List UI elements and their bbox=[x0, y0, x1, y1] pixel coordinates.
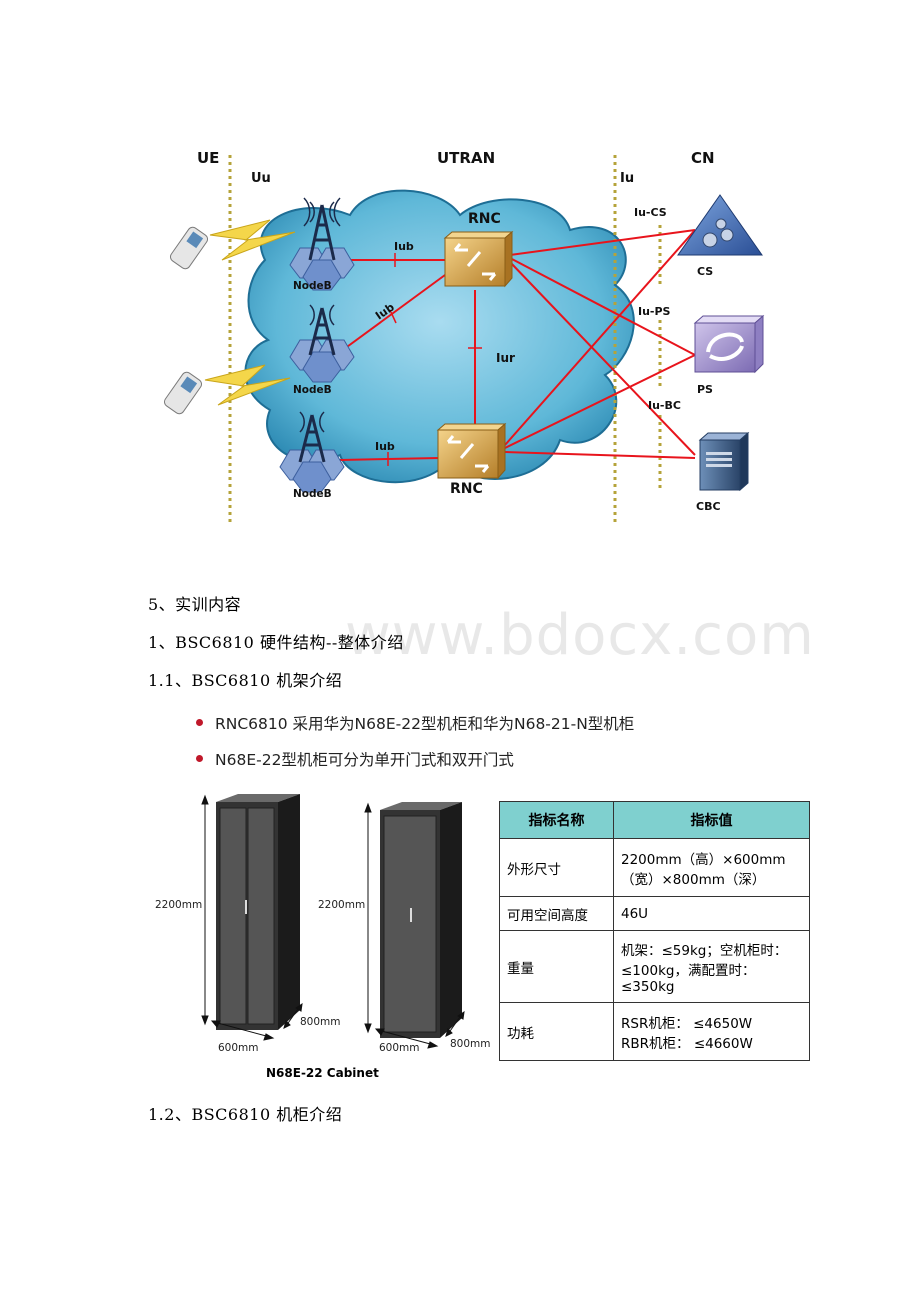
ps-label: PS bbox=[697, 383, 713, 396]
utran-network-diagram: UE UTRAN CN Uu Iu Iu-CS Iu-PS Iu-BC Iub … bbox=[150, 140, 790, 530]
rnc-router-icon bbox=[443, 230, 514, 288]
spec-name-cell: 重量 bbox=[499, 930, 614, 1003]
section-heading-1: 1、BSC6810 硬件结构--整体介绍 bbox=[148, 633, 404, 652]
section-heading-5: 5、实训内容 bbox=[148, 595, 242, 614]
bullet-text: N68E-22型机柜可分为单开门式和双开门式 bbox=[215, 751, 514, 769]
nodeb-tower-icon bbox=[289, 197, 355, 291]
cabinet-height-label: 2200mm bbox=[155, 899, 203, 911]
section-heading-1-2: 1.2、BSC6810 机柜介绍 bbox=[148, 1105, 343, 1124]
column-header: 指标值 bbox=[613, 801, 810, 839]
cabinet-single-door-icon bbox=[380, 802, 462, 1038]
section-heading-1-1: 1.1、BSC6810 机架介绍 bbox=[148, 671, 343, 690]
zone-label-cn: CN bbox=[691, 149, 715, 167]
table-row: 可用空间高度 46U bbox=[499, 896, 810, 931]
ps-core-icon bbox=[693, 314, 765, 374]
spec-value-cell: 2200mm（高）×600mm （宽）×800mm（深） bbox=[613, 838, 810, 897]
cabinet-depth-label: 800mm bbox=[450, 1038, 491, 1050]
spec-value-line: RBR机柜： ≤4660W bbox=[621, 1035, 753, 1052]
cs-core-icon bbox=[677, 194, 763, 256]
nodeb-tower-icon bbox=[279, 411, 345, 493]
spec-value-cell: RSR机柜： ≤4650W RBR机柜： ≤4660W bbox=[613, 1002, 810, 1061]
cs-label: CS bbox=[697, 265, 714, 278]
cbc-server-icon bbox=[698, 431, 750, 492]
table-row: 外形尺寸 2200mm（高）×600mm （宽）×800mm（深） bbox=[499, 838, 810, 897]
cbc-label: CBC bbox=[696, 500, 721, 513]
rnc-label-top: RNC bbox=[468, 211, 501, 227]
bullet-text: RNC6810 采用华为N68E-22型机柜和华为N68-21-N型机柜 bbox=[215, 715, 635, 733]
spec-value-line: 2200mm（高）×600mm bbox=[621, 851, 786, 868]
interface-label-iur: Iur bbox=[496, 351, 515, 365]
interface-label-uu: Uu bbox=[251, 171, 271, 186]
spec-value-line: （宽）×800mm（深） bbox=[621, 871, 766, 888]
bullet-dot-icon bbox=[196, 719, 203, 726]
watermark: www.bdocx.com bbox=[345, 603, 815, 668]
spec-value-line: 46U bbox=[621, 905, 649, 922]
table-header-row: 指标名称 指标值 bbox=[499, 801, 810, 839]
spec-value-line: ≤350kg bbox=[621, 978, 675, 995]
cabinet-depth-label: 800mm bbox=[300, 1016, 341, 1028]
cabinet-width-label: 600mm bbox=[379, 1042, 420, 1054]
zone-label-utran: UTRAN bbox=[437, 149, 496, 167]
spec-name-cell: 可用空间高度 bbox=[499, 896, 614, 931]
red-links bbox=[339, 229, 696, 461]
diagram-graphics bbox=[163, 155, 765, 525]
cabinet-height-label: 2200mm bbox=[318, 899, 366, 911]
table-row: 功耗 RSR机柜： ≤4650W RBR机柜： ≤4660W bbox=[499, 1002, 810, 1061]
rnc-router-icon bbox=[436, 422, 507, 480]
radio-link-bolts bbox=[204, 219, 296, 406]
cabinet-double-door-icon bbox=[216, 794, 300, 1030]
spec-value-line: ≤100kg，满配置时： bbox=[621, 962, 756, 979]
rnc-label-bottom: RNC bbox=[450, 481, 483, 497]
interface-label-iub: Iub bbox=[375, 440, 395, 453]
spec-name-cell: 外形尺寸 bbox=[499, 838, 614, 897]
spec-name-cell: 功耗 bbox=[499, 1002, 614, 1061]
interface-label-iu: Iu bbox=[620, 171, 635, 186]
cabinet-caption: N68E-22 Cabinet bbox=[266, 1066, 379, 1080]
phone-icon bbox=[163, 371, 203, 415]
zone-label-ue: UE bbox=[197, 149, 220, 167]
table-row: 重量 机架：≤59kg；空机柜时： ≤100kg，满配置时： ≤350kg bbox=[499, 930, 810, 1003]
spec-table: 指标名称 指标值 外形尺寸 2200mm（高）×600mm （宽）×800mm（… bbox=[499, 801, 810, 1061]
nodeb-label: NodeB bbox=[293, 280, 332, 292]
nodeb-label: NodeB bbox=[293, 384, 332, 396]
interface-label-iu-cs: Iu-CS bbox=[634, 206, 667, 219]
phone-icon bbox=[169, 226, 209, 270]
spec-value-cell: 机架：≤59kg；空机柜时： ≤100kg，满配置时： ≤350kg bbox=[613, 930, 810, 1003]
cabinet-figure: 2200mm 2200mm 600mm 600mm 800mm 800mm N6… bbox=[150, 790, 495, 1085]
bullet-item: N68E-22型机柜可分为单开门式和双开门式 bbox=[196, 748, 514, 770]
interface-label-iu-ps: Iu-PS bbox=[638, 305, 671, 318]
interface-label-iu-bc: Iu-BC bbox=[648, 399, 681, 412]
column-header: 指标名称 bbox=[499, 801, 614, 839]
interface-label-iub: Iub bbox=[394, 240, 414, 253]
bullet-dot-icon bbox=[196, 755, 203, 762]
cabinet-width-label: 600mm bbox=[218, 1042, 259, 1054]
spec-value-cell: 46U bbox=[613, 896, 810, 931]
bullet-item: RNC6810 采用华为N68E-22型机柜和华为N68-21-N型机柜 bbox=[196, 712, 634, 734]
spec-value-line: RSR机柜： ≤4650W bbox=[621, 1015, 753, 1032]
cabinet-graphics bbox=[201, 794, 465, 1049]
spec-value-line: 机架：≤59kg；空机柜时： bbox=[621, 942, 788, 959]
nodeb-label: NodeB bbox=[293, 488, 332, 500]
nodeb-tower-icon bbox=[289, 304, 355, 383]
